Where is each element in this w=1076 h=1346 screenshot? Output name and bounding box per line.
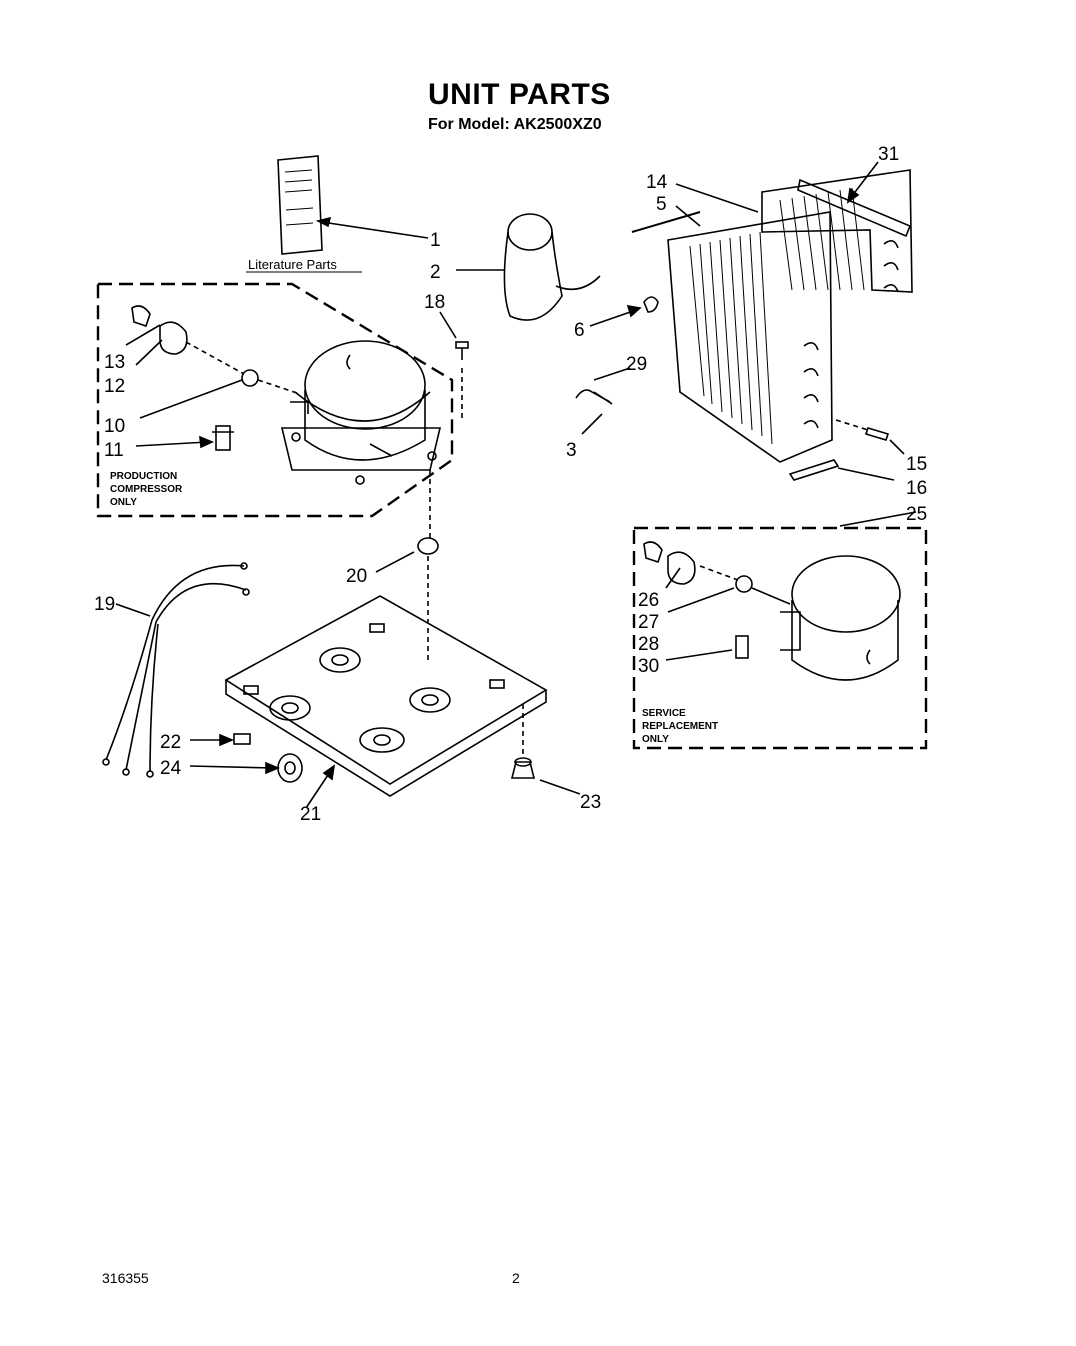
callout-15: 15 [906, 454, 927, 475]
callout-18: 18 [424, 292, 445, 313]
callout-1: 1 [430, 230, 441, 251]
document-number: 316355 [102, 1270, 149, 1286]
service-note-line-1: SERVICE [642, 708, 686, 719]
service-replacement-box [632, 526, 928, 750]
callout-23: 23 [580, 792, 601, 813]
callout-30: 30 [638, 656, 659, 677]
callout-13: 13 [104, 352, 125, 373]
callout-11: 11 [104, 440, 124, 461]
callout-20: 20 [346, 566, 367, 587]
rail-31 [797, 178, 912, 238]
service-compressor [780, 555, 901, 681]
wheel-24 [277, 753, 303, 783]
callout-16: 16 [906, 478, 927, 499]
production-compressor-box [96, 282, 454, 518]
callout-28: 28 [638, 634, 659, 655]
production-note-line-2: COMPRESSOR [110, 484, 183, 495]
callout-19: 19 [94, 594, 115, 615]
literature-booklet [277, 155, 323, 255]
callout-2: 2 [430, 262, 441, 283]
relay-overload-parts [131, 305, 259, 451]
wire-harness-19 [102, 562, 250, 778]
literature-parts-label: Literature Parts [248, 257, 337, 272]
spacer-22 [233, 733, 251, 745]
callout-5: 5 [656, 194, 667, 215]
service-note-line-2: REPLACEMENT [642, 721, 718, 732]
callout-29: 29 [626, 354, 647, 375]
callout-14: 14 [646, 172, 668, 193]
model-subtitle: For Model: AK2500XZ0 [428, 116, 602, 133]
callout-27: 27 [638, 612, 659, 633]
callout-10: 10 [104, 416, 125, 437]
production-compressor [280, 340, 442, 485]
callout-21: 21 [300, 804, 321, 825]
screw-15 [864, 427, 890, 441]
page-number: 2 [512, 1270, 520, 1286]
tube-2 [503, 213, 601, 321]
callout-12: 12 [104, 376, 125, 397]
foot-23 [510, 757, 536, 779]
mount-grommet-20 [417, 537, 439, 555]
production-note-line-1: PRODUCTION [110, 471, 177, 482]
callout-31: 31 [878, 144, 899, 165]
strip-16 [788, 459, 840, 481]
coil-assembly [631, 169, 913, 463]
service-relay-parts [643, 541, 753, 659]
valve-29 [575, 389, 613, 405]
service-note-line-3: ONLY [642, 734, 669, 745]
clip-6 [643, 296, 659, 313]
callout-3: 3 [566, 440, 577, 461]
bolt-18 [455, 341, 469, 360]
callout-22: 22 [160, 732, 181, 753]
production-note-line-3: ONLY [110, 497, 137, 508]
callout-26: 26 [638, 590, 659, 611]
callout-25: 25 [906, 504, 927, 525]
base-pan-21 [224, 595, 548, 797]
callout-24: 24 [160, 758, 182, 779]
page-title: UNIT PARTS [428, 78, 611, 111]
callout-6: 6 [574, 320, 585, 341]
